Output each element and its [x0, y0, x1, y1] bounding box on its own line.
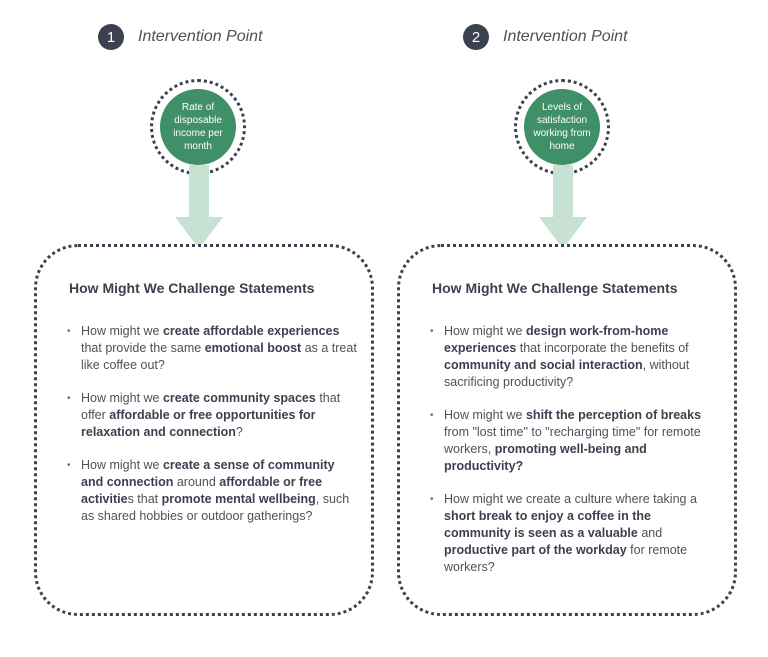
- intervention-point-label: Intervention Point: [138, 28, 263, 45]
- challenge-statement: How might we shift the perception of bre…: [430, 407, 720, 475]
- card-title: How Might We Challenge Statements: [69, 280, 315, 296]
- intervention-circle-ring: Levels of satisfaction working from home: [514, 79, 610, 175]
- statement-text: , without sacrificing productivity?: [444, 358, 690, 389]
- card-title: How Might We Challenge Statements: [432, 280, 678, 296]
- statement-text: as a treat like coffee out?: [81, 341, 357, 372]
- statement-text: that offer: [81, 391, 341, 422]
- statement-emphasis: community and social interaction: [444, 358, 643, 372]
- statement-text: , such as shared hobbies or outdoor gath…: [81, 492, 350, 523]
- statement-emphasis: emotional boost: [204, 341, 302, 355]
- intervention-column-2: 2 Intervention Point Levels of satisfact…: [393, 0, 753, 657]
- challenge-statement: How might we create affordable experienc…: [67, 323, 357, 374]
- statement-text: from "lost time" to "recharging time" fo…: [444, 425, 701, 456]
- step-number-badge: 2: [463, 24, 489, 50]
- intervention-circle: Levels of satisfaction working from home: [524, 89, 600, 165]
- step-number-badge: 1: [98, 24, 124, 50]
- statement-emphasis: short break to enjoy a coffee in the com…: [444, 509, 651, 540]
- challenge-statement: How might we create a culture where taki…: [430, 491, 720, 576]
- challenge-card-1: How Might We Challenge Statements How mi…: [34, 244, 374, 616]
- statement-text: How might we: [444, 324, 526, 338]
- statement-text: How might we: [81, 458, 163, 472]
- challenge-statement: How might we design work-from-home exper…: [430, 323, 720, 391]
- statement-emphasis: create community spaces: [162, 391, 316, 405]
- statement-emphasis: affordable or free opportunities for rel…: [81, 408, 316, 439]
- intervention-column-1: 1 Intervention Point Rate of disposable …: [30, 0, 390, 657]
- statement-emphasis: promote mental wellbeing: [161, 492, 316, 506]
- statement-text: and: [637, 526, 663, 540]
- challenge-list: How might we create affordable experienc…: [67, 323, 357, 541]
- statement-text: How might we: [444, 408, 526, 422]
- intervention-circle-ring: Rate of disposable income per month: [150, 79, 246, 175]
- statement-emphasis: create a sense of community and connecti…: [81, 458, 335, 489]
- intervention-header-1: 1 Intervention Point: [98, 24, 263, 50]
- down-arrow-shape: [539, 165, 587, 249]
- statement-emphasis: design work-from-home experiences: [444, 324, 669, 355]
- intervention-header-2: 2 Intervention Point: [463, 24, 628, 50]
- statement-text: that provide the same: [81, 341, 205, 355]
- challenge-statement: How might we create community spaces tha…: [67, 390, 357, 441]
- challenge-list: How might we design work-from-home exper…: [430, 323, 720, 592]
- challenge-statement: How might we create a sense of community…: [67, 457, 357, 525]
- challenge-card-2: How Might We Challenge Statements How mi…: [397, 244, 737, 616]
- statement-emphasis: shift the perception of breaks: [525, 408, 702, 422]
- statement-text: ?: [235, 425, 243, 439]
- intervention-circle: Rate of disposable income per month: [160, 89, 236, 165]
- down-arrow-icon: [175, 165, 223, 249]
- statement-emphasis: promoting well-being and productivity?: [444, 442, 647, 473]
- statement-text: How might we: [81, 391, 163, 405]
- statement-text: How might we: [81, 324, 163, 338]
- intervention-point-label: Intervention Point: [503, 28, 628, 45]
- statement-text: that incorporate the benefits of: [516, 341, 689, 355]
- statement-emphasis: productive part of the workday: [444, 543, 627, 557]
- down-arrow-shape: [175, 165, 223, 249]
- statement-emphasis: affordable or free activitie: [81, 475, 323, 506]
- statement-text: s that: [127, 492, 162, 506]
- statement-text: How might we create a culture where taki…: [444, 492, 697, 506]
- statement-emphasis: create affordable experiences: [162, 324, 340, 338]
- statement-text: around: [173, 475, 220, 489]
- statement-text: for remote workers?: [444, 543, 688, 574]
- down-arrow-icon: [539, 165, 587, 249]
